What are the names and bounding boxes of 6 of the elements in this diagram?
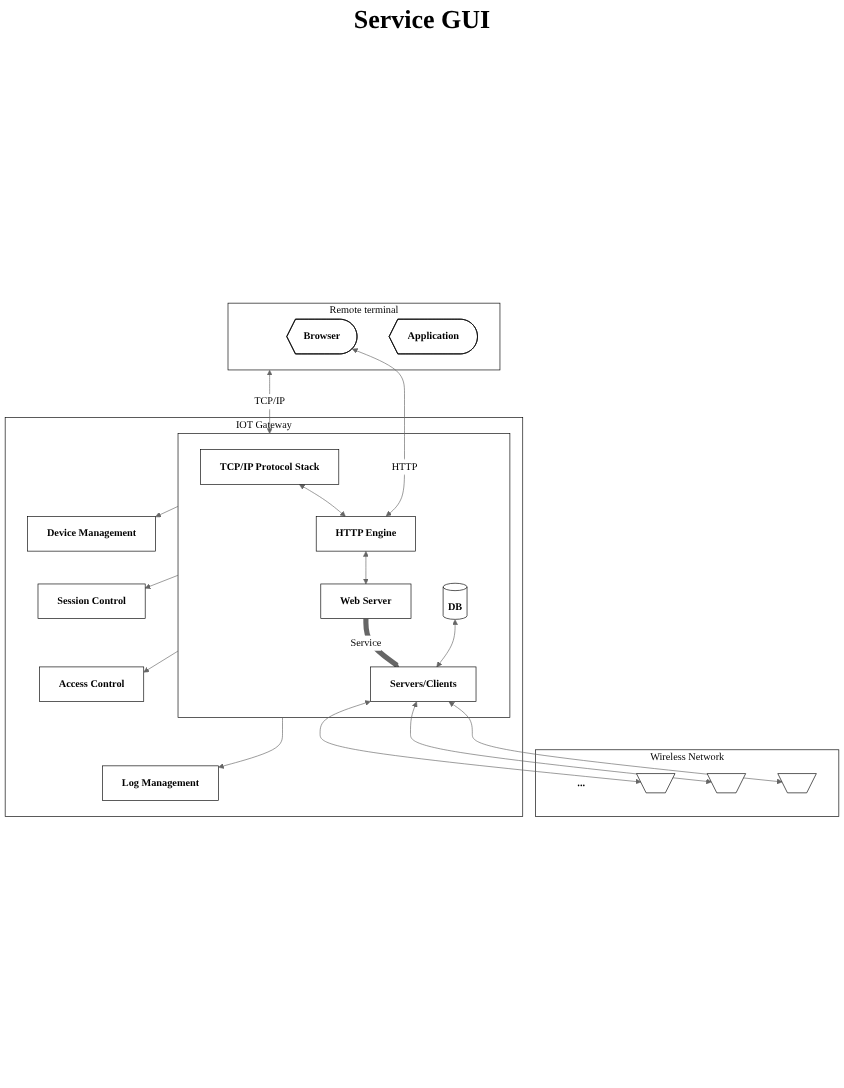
node-trapezoid xyxy=(777,773,817,794)
section-heading: Service GUI xyxy=(353,4,491,34)
node-trapezoid xyxy=(636,773,676,794)
arrow xyxy=(363,618,400,668)
cluster xyxy=(177,433,511,719)
node-trapezoid xyxy=(706,773,746,794)
